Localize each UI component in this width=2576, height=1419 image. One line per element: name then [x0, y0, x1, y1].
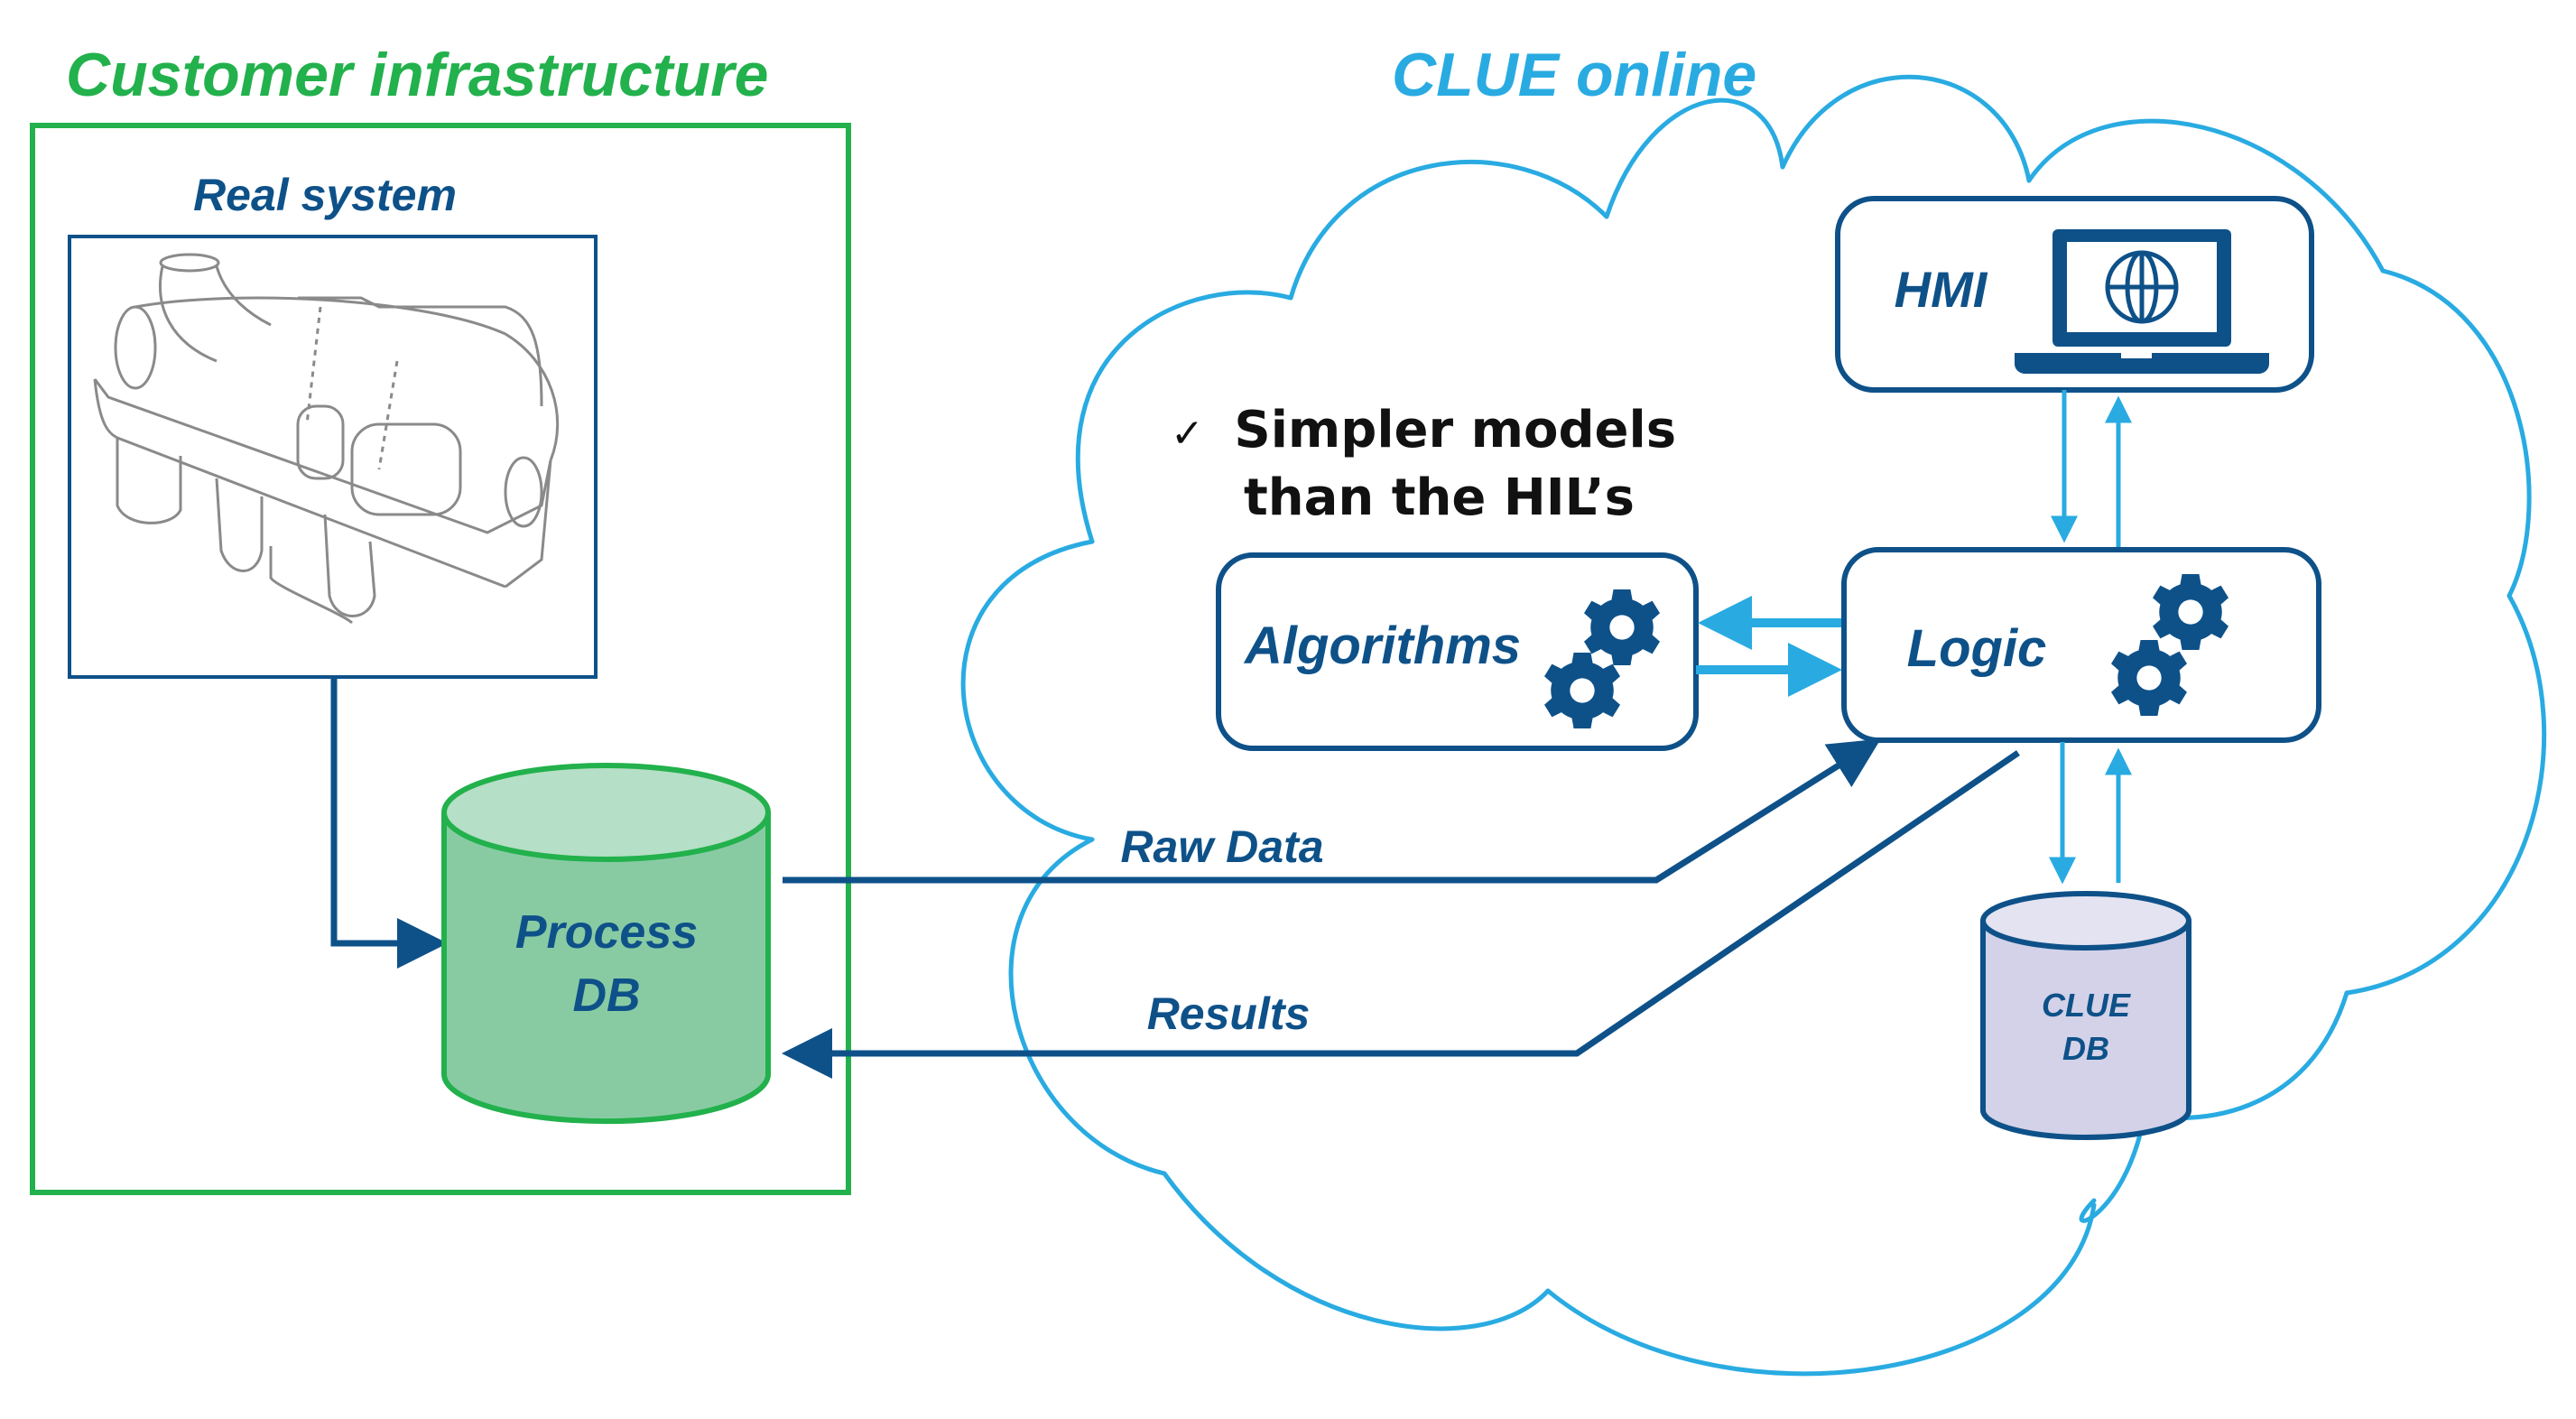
real-system-label: Real system: [193, 170, 457, 220]
real-system-image: [68, 235, 598, 679]
process-db-cylinder[interactable]: [441, 763, 771, 1125]
clue-db-cylinder[interactable]: [1980, 891, 2191, 1140]
process-db-label-line2: DB: [572, 969, 640, 1022]
process-db-label-line1: Process: [515, 906, 698, 959]
raw-data-label: Raw Data: [1120, 821, 1323, 872]
algorithms-box[interactable]: [1216, 552, 1699, 751]
realsystem-to-processdb-arrow: [330, 677, 448, 969]
algorithms-label: Algorithms: [1243, 617, 1521, 675]
results-label: Results: [1147, 988, 1311, 1039]
note-line1-text: Simpler models: [1234, 401, 1676, 459]
turbine-illustration: [93, 253, 560, 625]
logic-label: Logic: [1907, 619, 2047, 678]
clue-db-label-line1: CLUE: [2042, 987, 2131, 1024]
customer-title: Customer infrastructure: [66, 41, 768, 109]
hmi-label: HMI: [1895, 261, 1988, 318]
laptop-globe-icon: [2015, 229, 2269, 374]
simpler-models-note-line1: ✓ Simpler models: [1171, 401, 1676, 459]
raw-data-arrow: [783, 738, 1881, 884]
results-arrow: [782, 750, 2020, 1079]
clue-db-label-line2: DB: [2062, 1030, 2109, 1067]
simpler-models-note-line2: than the HIL’s: [1244, 468, 1635, 527]
customer-infrastructure-box: [30, 123, 851, 1195]
checkmark-icon: ✓: [1171, 411, 1204, 457]
cloud-outline: [960, 74, 2547, 1377]
cloud-title: CLUE online: [1392, 41, 1756, 109]
